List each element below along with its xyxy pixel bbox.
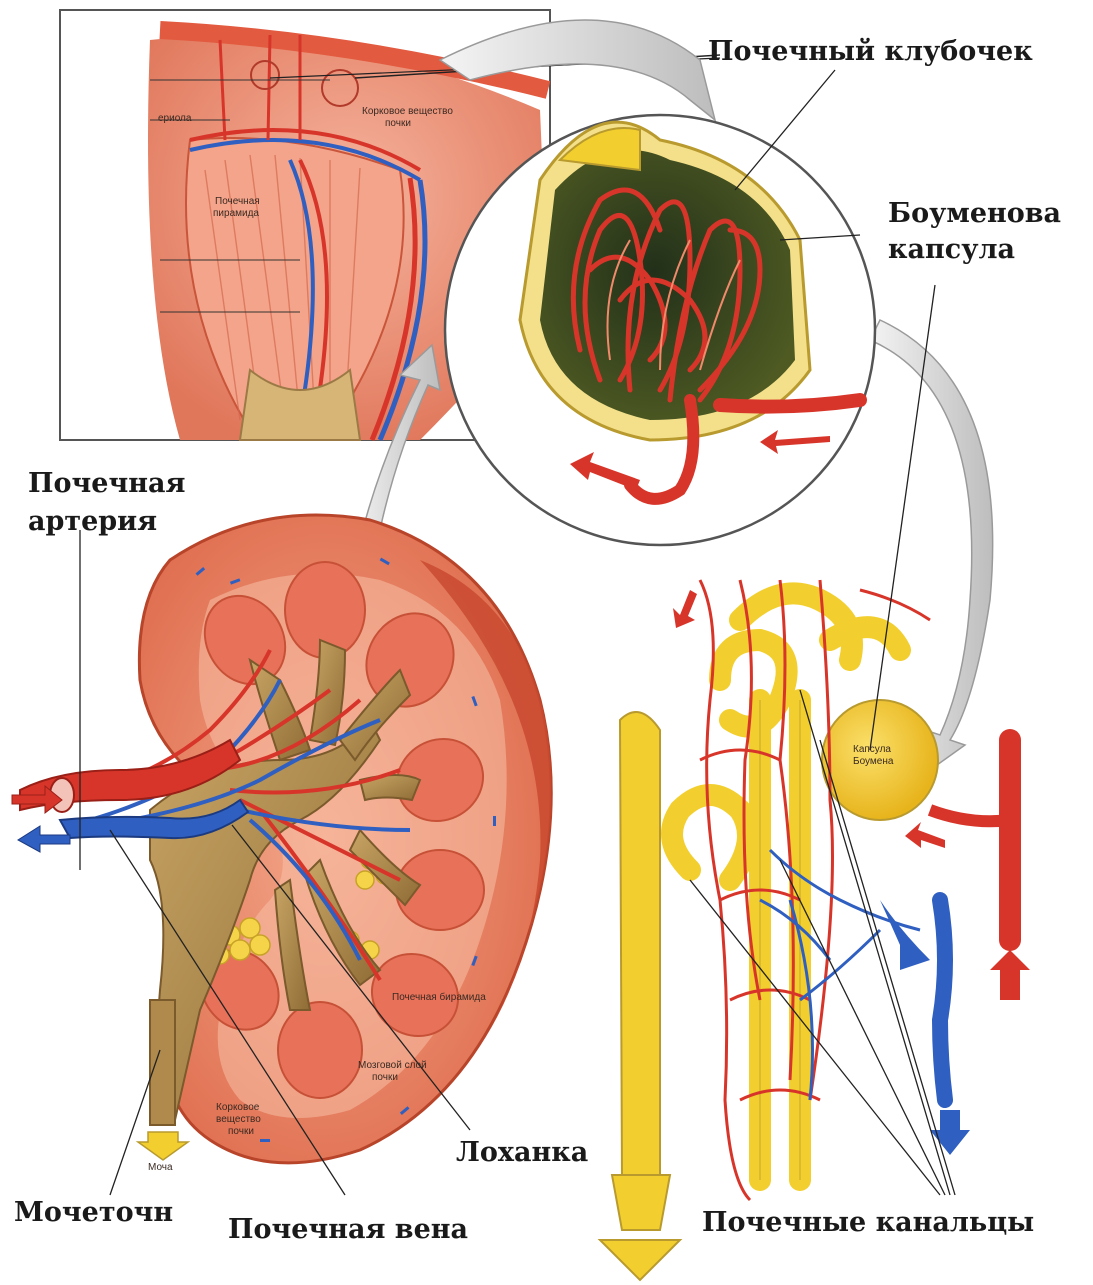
inset-cortex-label-line2: почки	[385, 118, 411, 129]
bowman-capsule-label-line2: капсула	[888, 232, 1015, 268]
renal-tubules-label: Почечные канальцы	[702, 1205, 1034, 1241]
renal-pelvis-label: Лоханка	[456, 1135, 588, 1171]
renal-artery-label-line1: Почечная	[28, 466, 185, 502]
bowman-capsule-small-label-line2: Боумена	[853, 756, 893, 767]
urine-label: Моча	[148, 1162, 173, 1173]
renal-artery-label-line2: артерия	[28, 504, 157, 540]
glomerulus-label: Почечный клубочек	[708, 34, 1033, 70]
inset-arteriole-label: ериола	[158, 113, 191, 124]
inset-pyramid-label-line2: пирамида	[213, 208, 259, 219]
bowman-capsule-small-label-line1: Капсула	[853, 744, 891, 755]
kidney-cross-section	[12, 515, 551, 1163]
cortex-label-line2: вещество	[216, 1114, 261, 1125]
medulla-label-line1: Мозговой слой	[358, 1060, 427, 1071]
inset-cortex-label-line1: Корковое вещество	[362, 106, 453, 117]
bowman-capsule-label-line1: Боуменова	[888, 196, 1061, 232]
renal-vein-label: Почечная вена	[228, 1212, 468, 1248]
cortex-label-line3: почки	[228, 1126, 254, 1137]
cortex-label-line1: Корковое	[216, 1102, 259, 1113]
medulla-label-line2: почки	[372, 1072, 398, 1083]
papilla-label: Почечная бирамида	[392, 992, 486, 1003]
ureter-label: Мочеточн	[14, 1195, 173, 1231]
inset-pyramid-label-line1: Почечная	[215, 196, 260, 207]
